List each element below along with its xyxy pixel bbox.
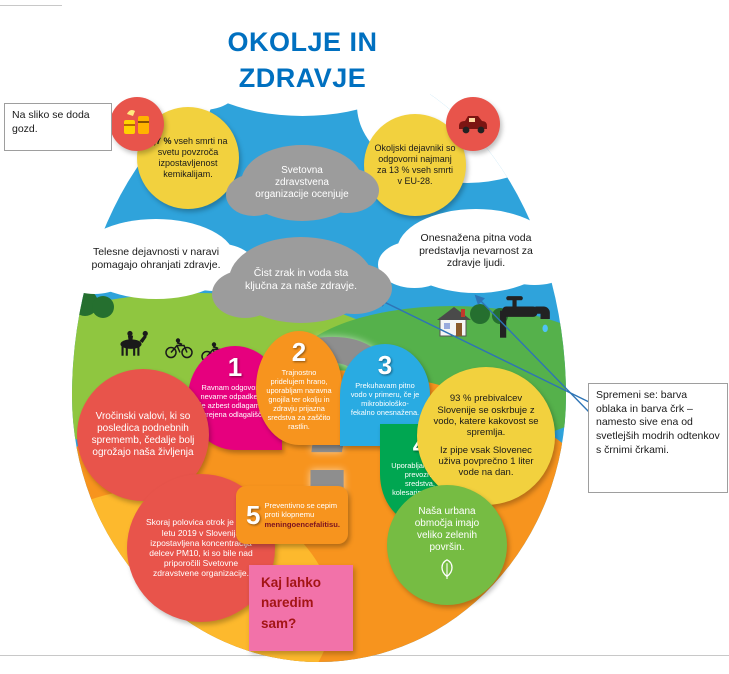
petal-text: Preventivno se cepim proti klopnemu meni…	[264, 501, 348, 529]
petal-number: 1	[227, 352, 243, 382]
petal-number: 5	[246, 499, 261, 530]
cloud-puff	[167, 62, 239, 110]
cloud-puff	[493, 234, 576, 285]
chemicals-badge	[110, 97, 164, 151]
car-icon	[455, 104, 491, 145]
factory-icon	[119, 104, 155, 145]
cyclist-icon	[164, 336, 194, 359]
bubble-drinking-water: 93 % prebivalcev Slovenije se oskrbuje z…	[417, 367, 555, 505]
note-text: Spremeni se: barva oblaka in barva črk –…	[596, 389, 720, 456]
traffic-badge	[446, 97, 500, 151]
top-border-rule	[0, 5, 62, 6]
horse-rider-icon	[112, 326, 150, 358]
petal-text: Prekuhavam pitno vodo v primeru, če je m…	[350, 381, 420, 418]
stat-text: Okoljski dejavniki so odgovorni najmanj …	[374, 143, 456, 186]
petal-text-line1: Preventivno se cepim proti klopnemu	[264, 500, 338, 520]
petal-2-food: 2 Trajnostno pridelujem hrano, uporablja…	[256, 331, 342, 445]
stat-text: 2,7 % vseh smrti na svetu povzroča izpos…	[147, 136, 229, 179]
petal-5-vaccination: 5 Preventivno se cepim proti klopnemu me…	[236, 486, 348, 544]
stat-highlight: 2,7 %	[148, 136, 172, 147]
bubble-heat-waves: Vročinski valovi, ki so posledica podneb…	[77, 369, 209, 501]
stat-rest: vseh smrti na svetu povzroča izpostavlje…	[157, 136, 228, 179]
bush-icon	[92, 296, 114, 318]
cta-box: Kaj lahko naredim sam?	[249, 565, 353, 651]
bubble-text: Naša urbana območja imajo veliko zelenih…	[414, 506, 480, 553]
bubble-text: Vročinski valovi, ki so posledica podneb…	[91, 411, 195, 458]
petal-number: 3	[377, 350, 393, 380]
cloud-who: Svetovna zdravstvena organizacije ocenju…	[226, 145, 379, 221]
note-text: Na sliko se doda gozd.	[12, 109, 90, 135]
cloud-text: Onesnažena pitna voda predstavlja nevarn…	[419, 232, 533, 270]
note-add-forest: Na sliko se doda gozd.	[4, 103, 112, 151]
page-title: OKOLJE IN ZDRAVJE	[227, 26, 378, 93]
note-change-colors: Spremeni se: barva oblaka in barva črk –…	[588, 383, 728, 493]
bubble-green-areas: Naša urbana območja imajo veliko zelenih…	[387, 485, 507, 605]
cloud-puff	[58, 249, 131, 295]
cloud-clean-air: Čist zrak in voda sta ključna za naše zd…	[211, 237, 392, 323]
cloud-puff	[358, 56, 436, 106]
petal-text: Ravnam odgovorno- nevarne odpadke kot je…	[199, 383, 271, 420]
cloud-polluted-water: Onesnažena pitna voda predstavlja nevarn…	[378, 209, 576, 293]
petal-number: 2	[291, 337, 307, 367]
cloud-physical-activity: Telesne dejavnosti v naravi pomagajo ohr…	[58, 219, 256, 299]
house-icon	[434, 304, 474, 338]
cloud-text: Telesne dejavnosti v naravi pomagajo ohr…	[91, 246, 221, 271]
petal-text-line2: meningoencefalitisu.	[264, 519, 340, 529]
cloud-text: Svetovna zdravstvena organizacije ocenju…	[255, 165, 349, 200]
bubble-text: 93 % prebivalcev Slovenije se oskrbuje z…	[433, 393, 539, 439]
bubble-text: Skoraj polovica otrok je bila v letu 201…	[145, 517, 257, 579]
cloud-text: Čist zrak in voda sta ključna za naše zd…	[244, 267, 358, 292]
bubble-text: Iz pipe vsak Slovenec uživa povprečno 1 …	[438, 444, 534, 479]
leaf-icon	[437, 558, 457, 584]
cta-text: Kaj lahko naredim sam?	[261, 575, 322, 631]
title-cloud: OKOLJE IN ZDRAVJE	[167, 4, 436, 116]
tap-icon	[500, 296, 554, 342]
petal-text: Trajnostno pridelujem hrano, uporabljam …	[266, 368, 332, 432]
cloud-puff	[211, 269, 278, 318]
